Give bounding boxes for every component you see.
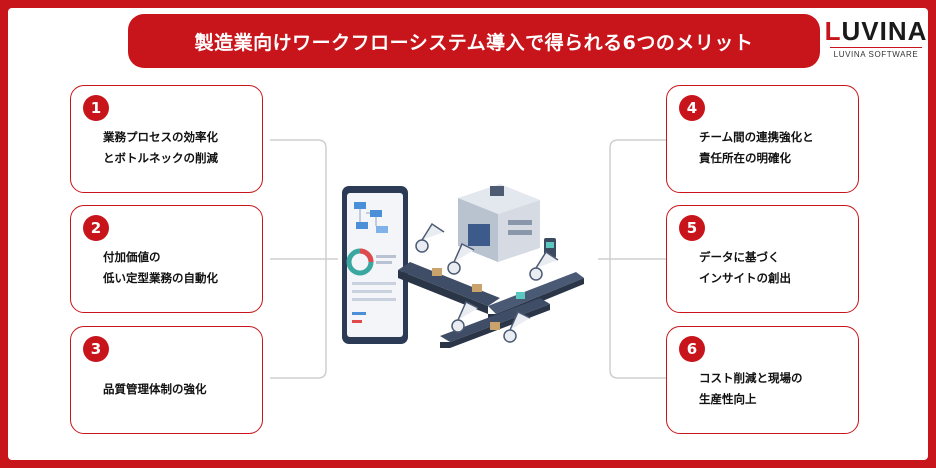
merit-text-line: 付加価値の (103, 250, 161, 264)
merit-text-line: 生産性向上 (699, 392, 757, 406)
logo-subtitle: LUVINA SOFTWARE (830, 47, 922, 59)
merit-number-badge: 5 (679, 215, 705, 241)
tablet-dashboard-icon (342, 186, 408, 344)
merit-number-badge: 4 (679, 95, 705, 121)
smart-factory-conveyor-robots-icon (342, 184, 584, 348)
merit-card-1: 1 業務プロセスの効率化とボトルネックの削減 (70, 85, 263, 193)
logo-letters: UVINA (841, 16, 928, 46)
merit-card-2: 2 付加価値の低い定型業務の自動化 (70, 205, 263, 313)
merit-number-badge: 6 (679, 336, 705, 362)
merit-number-badge: 3 (83, 336, 109, 362)
merit-text-line: データに基づく (699, 250, 780, 264)
page-title: 製造業向けワークフローシステム導入で得られる6つのメリット (194, 31, 754, 54)
merit-text-line: インサイトの創出 (699, 271, 791, 285)
merit-card-3: 3 品質管理体制の強化 (70, 326, 263, 434)
merit-number-badge: 1 (83, 95, 109, 121)
merit-text-line: 業務プロセスの効率化 (103, 130, 218, 144)
conveyor-belt-icon (398, 262, 584, 348)
robot-arm-icon (415, 222, 559, 343)
merit-card-5: 5 データに基づくインサイトの創出 (666, 205, 859, 313)
merit-number-badge: 2 (83, 215, 109, 241)
luvina-logo: LUVINA LUVINA SOFTWARE (824, 16, 928, 62)
connector-lines (270, 139, 666, 379)
merit-text-line: 責任所在の明確化 (699, 151, 791, 165)
title-banner: 製造業向けワークフローシステム導入で得られる6つのメリット (128, 14, 820, 68)
merit-text-line: チーム間の連携強化と (699, 130, 814, 144)
merit-card-4: 4 チーム間の連携強化と責任所在の明確化 (666, 85, 859, 193)
logo-letter-l: L (824, 16, 842, 46)
logo-wordmark: LUVINA (824, 16, 928, 46)
merit-text-line: とボトルネックの削減 (103, 151, 218, 165)
merit-card-6: 6 コスト削減と現場の生産性向上 (666, 326, 859, 434)
merit-text-line: 品質管理体制の強化 (103, 381, 207, 396)
merit-text-line: コスト削減と現場の (699, 371, 803, 385)
infographic-canvas: 製造業向けワークフローシステム導入で得られる6つのメリット LUVINA LUV… (8, 8, 928, 460)
merit-text-line: 低い定型業務の自動化 (103, 271, 218, 285)
